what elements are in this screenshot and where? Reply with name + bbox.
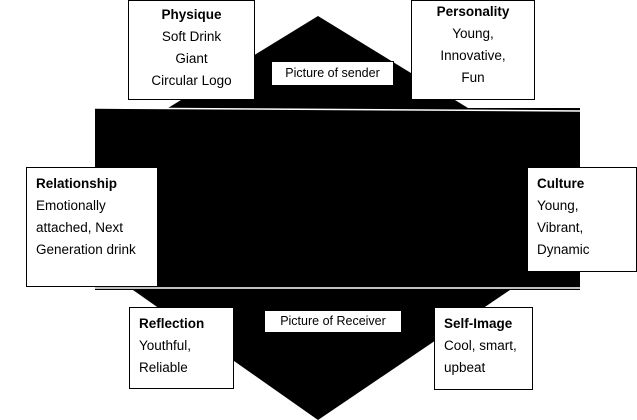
- reflection-heading: Reflection: [139, 316, 205, 331]
- personality-line-3: Fun: [461, 70, 485, 85]
- personality-heading: Personality: [436, 4, 510, 19]
- physique-line-1: Soft Drink: [161, 29, 222, 44]
- picture-of-sender-label: Picture of sender: [271, 61, 394, 86]
- personality-line-2: Innovative,: [440, 48, 506, 63]
- physique-line-2: Giant: [175, 51, 208, 66]
- personality-line-1: Young,: [452, 26, 494, 41]
- physique-heading: Physique: [161, 7, 222, 22]
- reflection-line-2: Reliable: [139, 360, 188, 375]
- prism-top-divider: [94, 107, 581, 112]
- reflection-line-1: Youthful,: [139, 338, 192, 353]
- culture-box: Culture Young, Vibrant, Dynamic: [527, 167, 637, 272]
- relationship-box: Relationship Emotionally attached, Next …: [26, 167, 158, 287]
- self-image-line-2: upbeat: [444, 360, 486, 375]
- relationship-line-3: Generation drink: [36, 242, 136, 257]
- culture-line-3: Dynamic: [537, 242, 590, 257]
- physique-box: Physique Soft Drink Giant Circular Logo: [128, 0, 255, 100]
- self-image-box: Self-Image Cool, smart, upbeat: [434, 307, 533, 390]
- relationship-line-1: Emotionally: [36, 198, 106, 213]
- culture-line-1: Young,: [537, 198, 579, 213]
- reflection-box: Reflection Youthful, Reliable: [129, 307, 234, 389]
- self-image-heading: Self-Image: [444, 316, 513, 331]
- picture-of-receiver-label: Picture of Receiver: [264, 310, 402, 333]
- personality-box: Personality Young, Innovative, Fun: [411, 0, 535, 100]
- self-image-line-1: Cool, smart,: [444, 338, 517, 353]
- physique-line-3: Circular Logo: [151, 73, 232, 88]
- relationship-heading: Relationship: [36, 176, 118, 191]
- relationship-line-2: attached, Next: [36, 220, 124, 235]
- culture-line-2: Vibrant,: [537, 220, 584, 235]
- culture-heading: Culture: [537, 176, 585, 191]
